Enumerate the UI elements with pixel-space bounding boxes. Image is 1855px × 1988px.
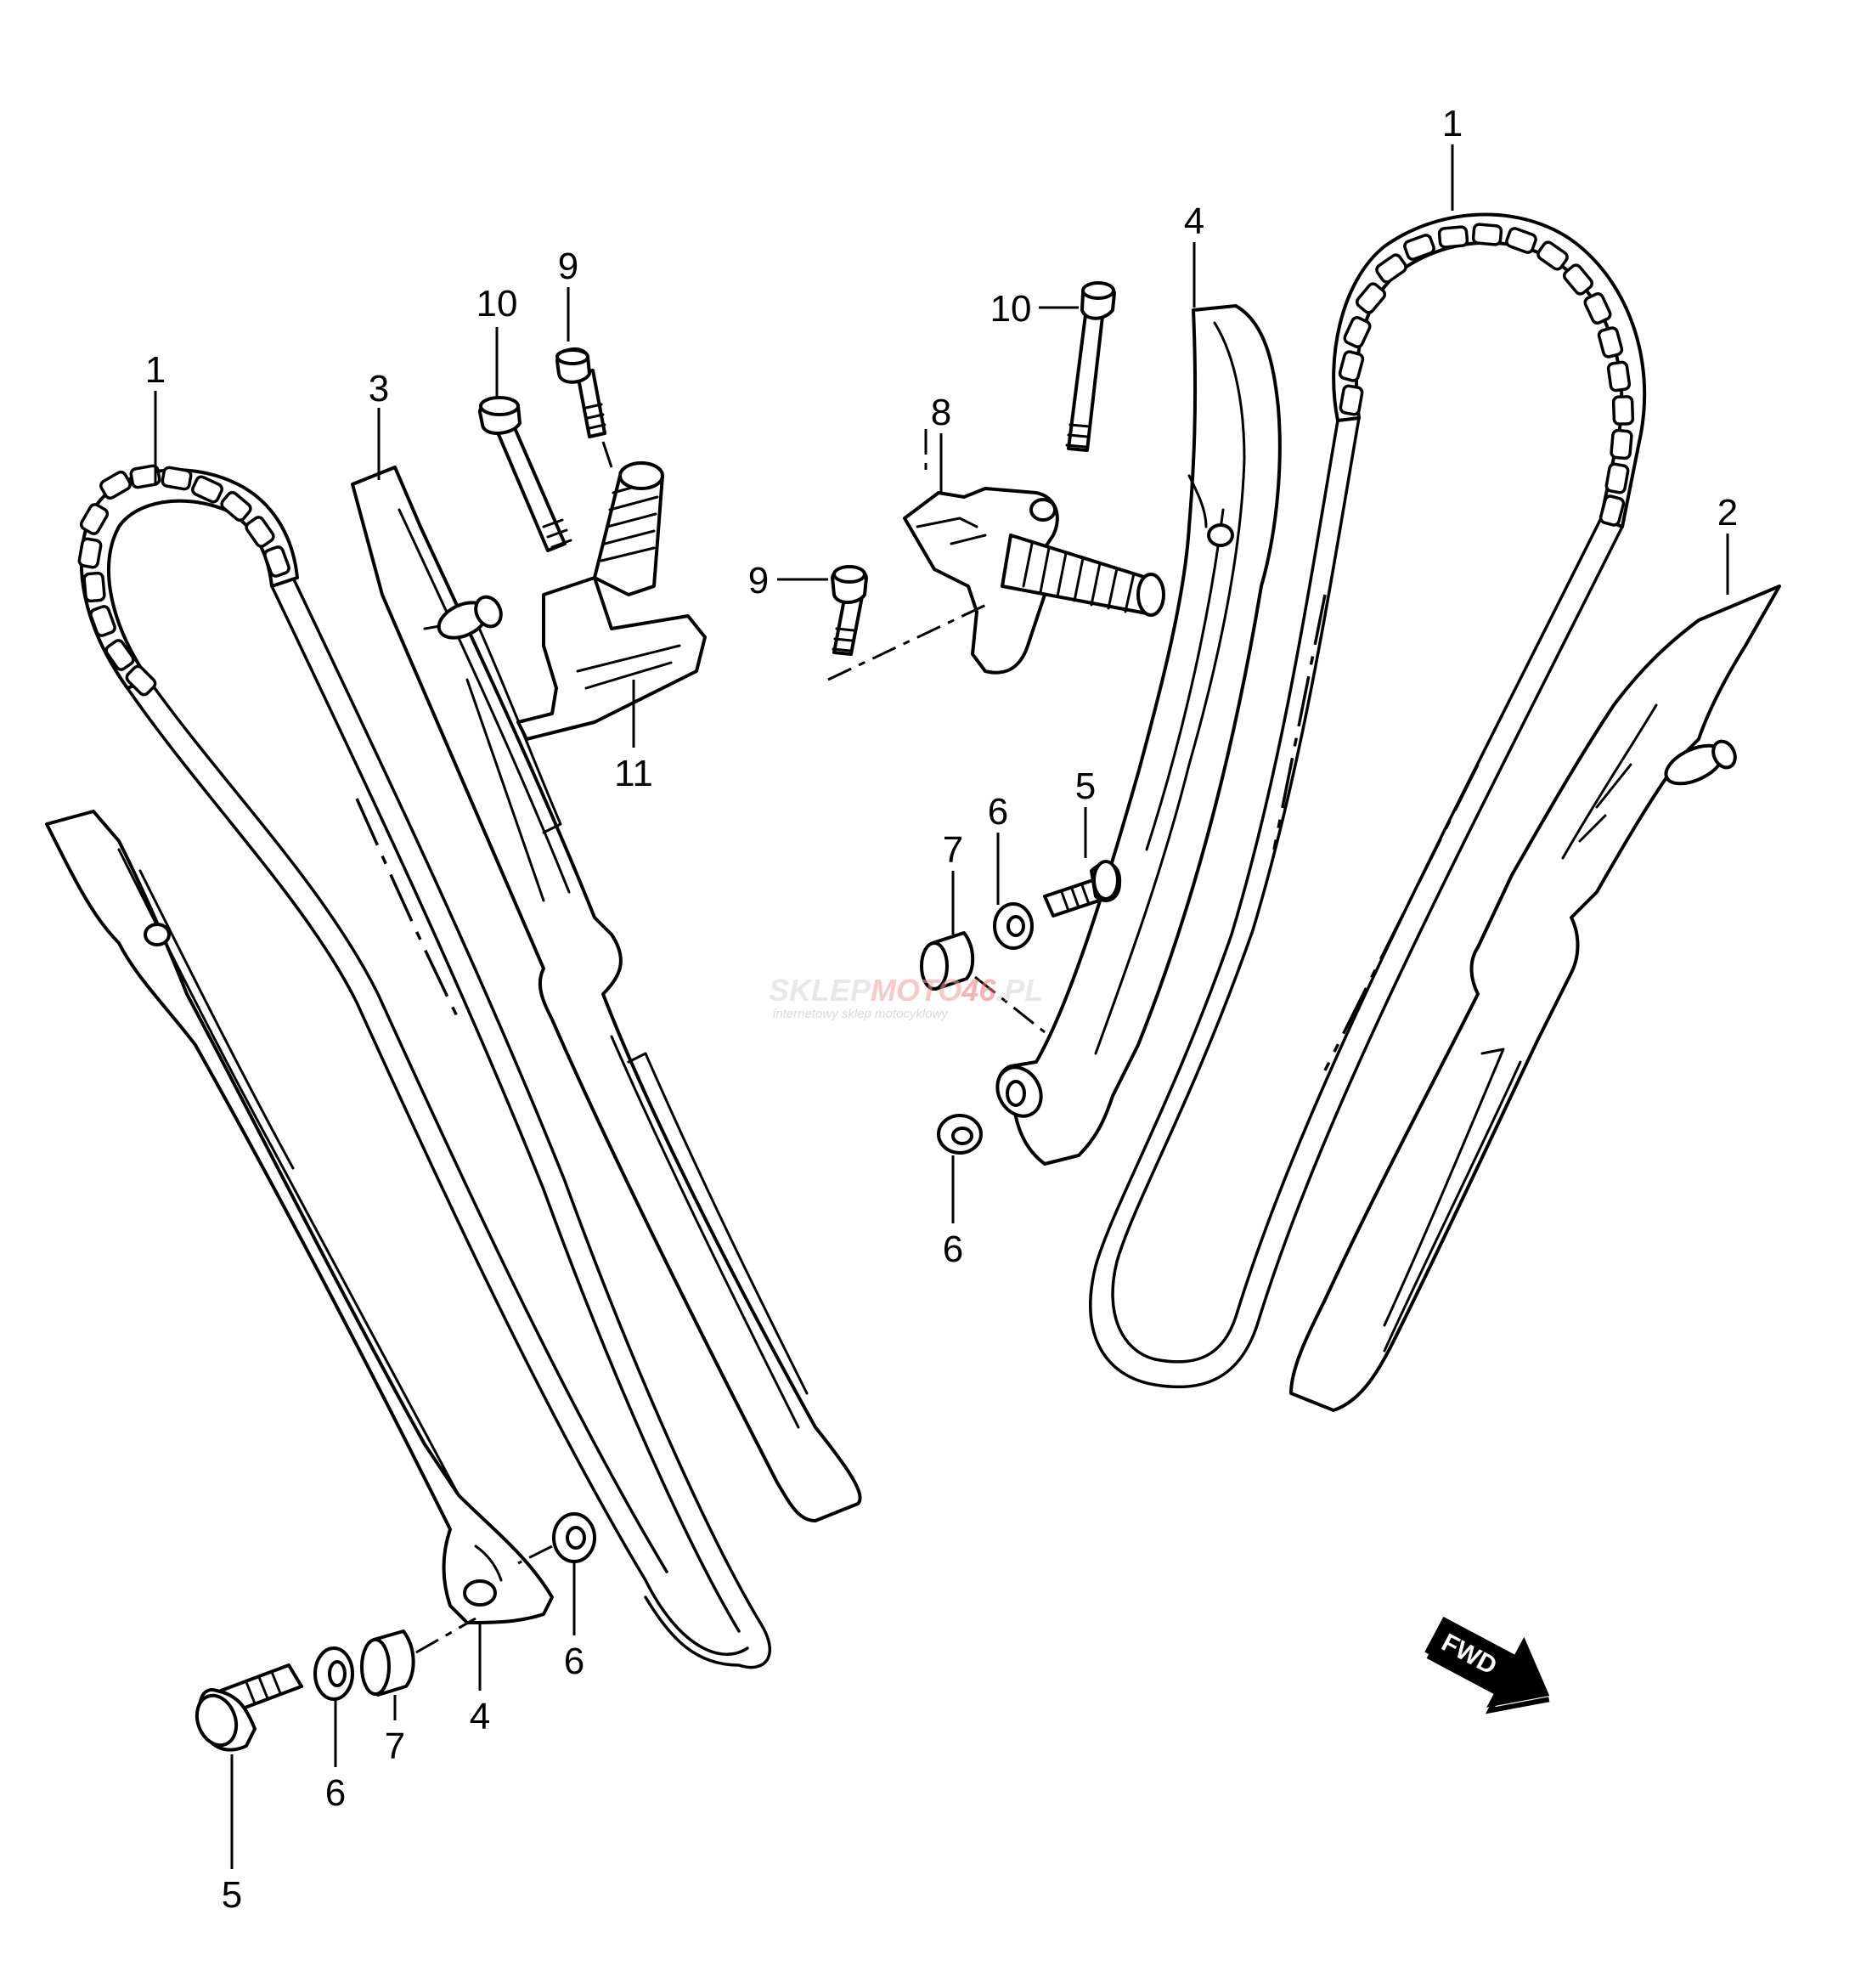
watermark-logo: SKLEPMOTO46.PL internetowy sklep motocyk… — [769, 973, 1043, 1021]
callout-11: 11 — [614, 753, 653, 794]
svg-text:SKLEPMOTO46.PL: SKLEPMOTO46.PL — [769, 973, 1043, 1008]
washer-6-left-lower — [313, 1646, 354, 1701]
cam-chain-left — [77, 464, 771, 1669]
callout-2: 2 — [1717, 492, 1738, 534]
callout-9-left: 9 — [558, 246, 578, 287]
chain-links-right — [1332, 212, 1647, 528]
chain-guide-3 — [351, 466, 862, 1522]
callout-7-right: 7 — [943, 829, 963, 871]
fwd-arrow-icon: FWD — [1424, 1616, 1550, 1714]
callout-labels: 1 3 10 9 11 4 6 6 7 5 4 10 8 9 1 2 5 6 7… — [145, 103, 1738, 1916]
chain-links-left — [77, 464, 299, 697]
bolt-5-right — [1043, 860, 1122, 918]
washer-6-right-upper — [993, 902, 1034, 950]
cam-chain-right — [1089, 212, 1647, 1389]
callout-6-right-lower: 6 — [943, 1228, 963, 1270]
callout-6-left-lower: 6 — [325, 1772, 346, 1814]
callout-8: 8 — [931, 392, 951, 433]
watermark-brand-2: MOTO — [871, 973, 961, 1008]
chain-guide-4-left — [45, 810, 554, 1624]
callout-4-left: 4 — [470, 1696, 490, 1737]
callout-7-left: 7 — [385, 1725, 405, 1767]
callout-1-left: 1 — [145, 349, 166, 391]
leader-lines — [154, 144, 1729, 1869]
watermark-brand-4: .PL — [995, 973, 1043, 1008]
chain-guide-2 — [1289, 585, 1781, 1412]
callout-6-left-upper: 6 — [564, 1641, 584, 1682]
watermark-brand-1: SKLEP — [769, 973, 871, 1008]
callout-5-left: 5 — [222, 1874, 242, 1916]
callout-9-right: 9 — [748, 560, 769, 601]
watermark-tagline: internetowy sklep motocyklowy — [773, 1007, 949, 1021]
watermark-brand-3: 46 — [961, 973, 996, 1008]
tensioner-11 — [516, 461, 707, 741]
callout-10-right: 10 — [990, 288, 1032, 330]
callout-6-right-upper: 6 — [988, 791, 1008, 833]
spacer-7-left — [360, 1629, 415, 1697]
callout-10-left: 10 — [476, 283, 518, 325]
bolt-9-left — [555, 347, 606, 438]
bolt-9-right — [831, 565, 868, 656]
bolt-5-left — [195, 1663, 303, 1752]
washer-6-right-lower — [937, 1114, 983, 1155]
callout-4-right: 4 — [1184, 200, 1204, 242]
bolt-10-left — [478, 396, 572, 552]
tensioner-8 — [903, 487, 1165, 675]
spacer-7-right — [920, 931, 975, 991]
callout-3: 3 — [369, 368, 389, 409]
bolt-10-right — [1065, 281, 1116, 452]
chain-guide-4-right — [995, 304, 1282, 1166]
callout-5-right: 5 — [1075, 765, 1096, 807]
washer-6-left-upper — [552, 1512, 596, 1563]
callout-1-right: 1 — [1442, 103, 1463, 144]
